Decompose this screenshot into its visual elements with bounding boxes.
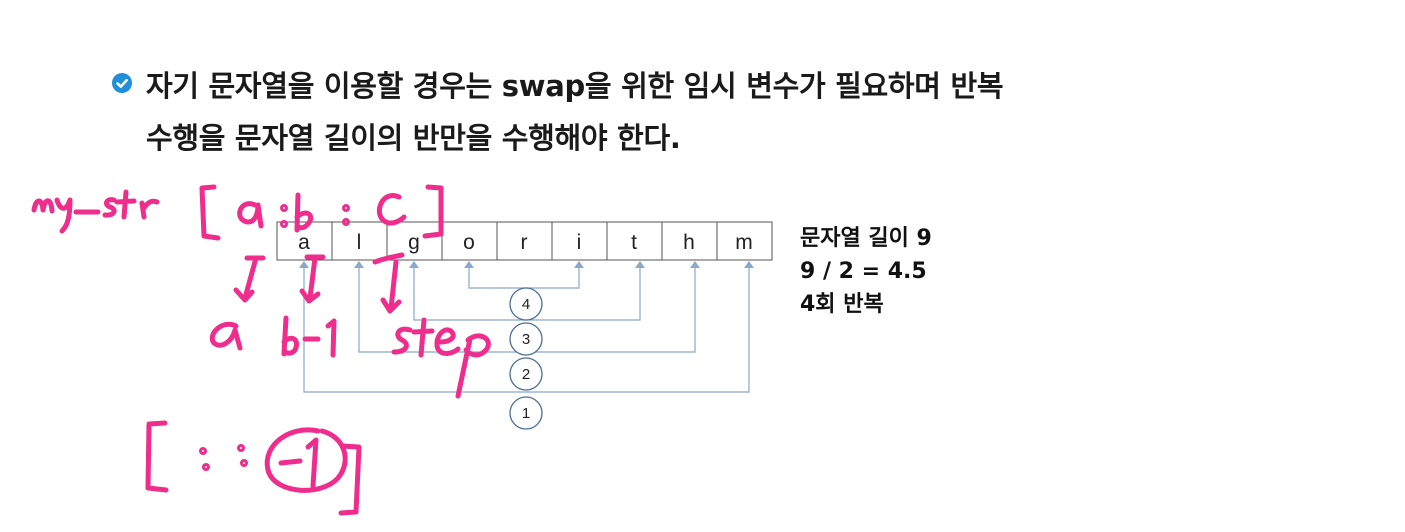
handwritten-label-a xyxy=(209,321,243,351)
handwritten-label-step xyxy=(391,317,491,399)
step-number: 4 xyxy=(522,296,530,313)
handwritten-reverse-slice xyxy=(145,420,362,516)
swap-connector-4 xyxy=(468,262,580,289)
cell-letter: h xyxy=(683,231,695,254)
array-cell xyxy=(716,221,773,261)
handwritten-arrows xyxy=(233,252,405,314)
step-number: 3 xyxy=(522,331,530,348)
arrowhead xyxy=(299,261,309,268)
cell-letter: i xyxy=(577,231,582,254)
array-cell xyxy=(441,221,498,261)
swap-connector-1 xyxy=(303,262,750,393)
repeat-line: 4회 반복 xyxy=(800,292,884,317)
array-cell xyxy=(496,221,553,261)
arrowhead xyxy=(464,261,474,268)
handwritten-slice-syntax xyxy=(31,184,444,241)
calc-line: 9 / 2 = 4.5 xyxy=(800,259,927,284)
length-info: 문자열 길이 9 9 / 2 = 4.5 4회 반복 xyxy=(800,222,932,321)
cell-letter: l xyxy=(357,231,362,254)
connector-arrowheads xyxy=(299,261,754,268)
cell-letter: o xyxy=(463,231,475,254)
array-cell xyxy=(551,221,608,261)
handwritten-label-b-minus-1 xyxy=(281,315,337,358)
step-circle xyxy=(509,357,543,391)
step-circle xyxy=(509,396,543,430)
cell-letter: r xyxy=(521,231,528,254)
array-letters: a l g o r i t h m xyxy=(298,231,753,254)
length-line: 문자열 길이 9 xyxy=(800,226,932,251)
cell-letter: g xyxy=(408,231,420,254)
cell-letter: a xyxy=(298,231,310,254)
arrowhead xyxy=(690,261,700,268)
arrowhead xyxy=(574,261,584,268)
bullet-text: 자기 문자열을 이용할 경우는 swap을 위한 임시 변수가 필요하며 반복 … xyxy=(146,60,1246,164)
step-circle xyxy=(509,287,543,321)
arrowhead xyxy=(354,261,364,268)
step-circles: 4 3 2 1 xyxy=(509,287,543,430)
step-number: 2 xyxy=(522,366,530,383)
array-cell xyxy=(661,221,718,261)
cell-letter: m xyxy=(735,231,753,254)
check-bullet-icon xyxy=(112,73,132,93)
step-circle xyxy=(509,322,543,356)
cell-letter: t xyxy=(631,231,637,254)
arrowhead xyxy=(635,261,645,268)
array-cell xyxy=(606,221,663,261)
bullet-line-2: 수행을 문자열 길이의 반만을 수행해야 한다. xyxy=(146,121,681,155)
bullet-line-1: 자기 문자열을 이용할 경우는 swap을 위한 임시 변수가 필요하며 반복 xyxy=(146,69,1004,103)
arrowhead xyxy=(744,261,754,268)
arrowhead xyxy=(409,261,419,268)
step-number: 1 xyxy=(522,405,530,422)
array-cells xyxy=(276,221,773,261)
array-cell xyxy=(386,221,443,261)
